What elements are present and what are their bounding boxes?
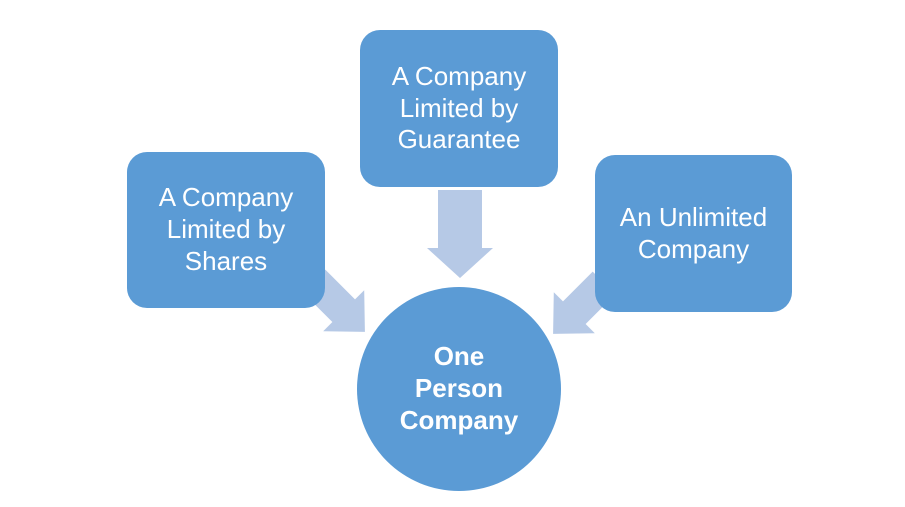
- arrow-guarantee-to-center-icon: [427, 190, 493, 278]
- box-unlimited-company-label: An Unlimited Company: [619, 201, 768, 264]
- circle-one-person-company: One Person Company: [357, 287, 561, 491]
- box-company-limited-by-shares: A Company Limited by Shares: [127, 152, 325, 308]
- circle-one-person-company-label: One Person Company: [399, 341, 519, 435]
- box-company-limited-by-guarantee-label: A Company Limited by Guarantee: [391, 60, 527, 155]
- box-company-limited-by-shares-label: A Company Limited by Shares: [158, 182, 294, 276]
- box-unlimited-company: An Unlimited Company: [595, 155, 792, 312]
- box-company-limited-by-guarantee: A Company Limited by Guarantee: [360, 30, 558, 187]
